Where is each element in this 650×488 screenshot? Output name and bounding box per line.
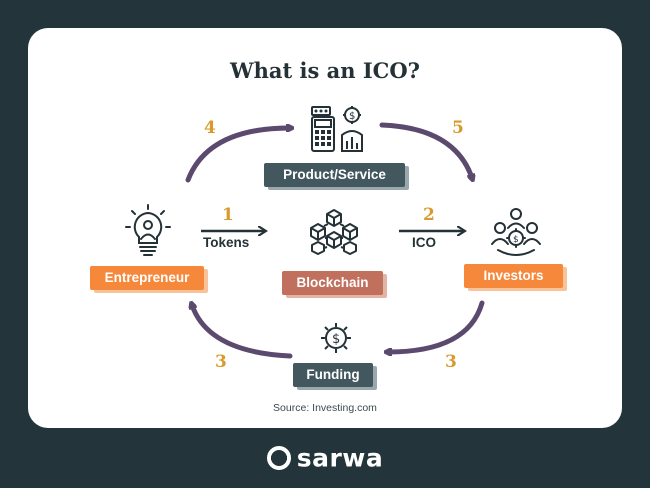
blockchain-label: Blockchain xyxy=(282,271,387,298)
svg-text:$: $ xyxy=(332,332,340,347)
arrow-step3-left xyxy=(192,305,293,359)
step3-right-number: 3 xyxy=(445,352,457,372)
step5-number: 5 xyxy=(452,118,464,138)
step2-number: 2 xyxy=(423,205,435,225)
step4-number: 4 xyxy=(204,118,216,138)
entrepreneur-label: Entrepreneur xyxy=(90,266,208,293)
calculator-price-icon: $ xyxy=(311,106,363,152)
lightbulb-person-icon xyxy=(125,204,171,256)
funding-label: Funding xyxy=(293,363,377,390)
investors-label: Investors xyxy=(464,264,567,291)
arrow-step5 xyxy=(379,122,472,178)
step1-label: Tokens xyxy=(203,235,250,250)
blockchain-cubes-icon xyxy=(310,209,358,255)
step2-label: ICO xyxy=(412,235,437,250)
source-note: Source: Investing.com xyxy=(273,402,377,414)
dollar-gear-icon: $ xyxy=(321,323,351,353)
brand-footer: sarwa xyxy=(0,442,650,473)
arrow-step4 xyxy=(185,128,290,183)
diagram-title: What is an ICO? xyxy=(230,58,420,83)
svg-text:$: $ xyxy=(513,235,519,245)
step3-left-number: 3 xyxy=(215,352,227,372)
arrow-step3-right xyxy=(388,300,485,352)
brand-name: sarwa xyxy=(296,443,384,473)
investors-group-icon: $ xyxy=(491,208,541,256)
step1-number: 1 xyxy=(222,205,234,225)
svg-text:$: $ xyxy=(349,111,355,122)
sarwa-logo-icon xyxy=(266,446,291,470)
product-service-label: Product/Service xyxy=(264,163,409,190)
